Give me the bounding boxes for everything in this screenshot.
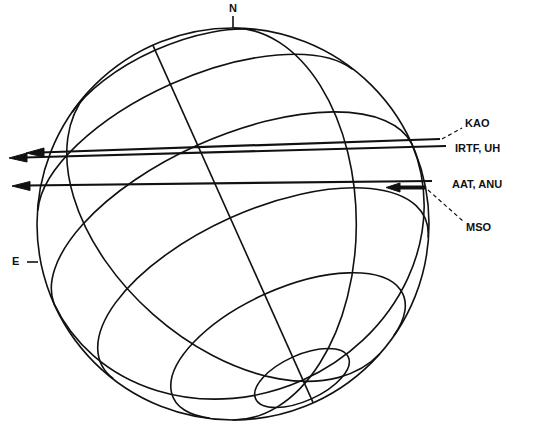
station-label: KAO [465, 118, 489, 129]
chord-line [40, 139, 440, 153]
leader-line [442, 128, 462, 139]
arrowhead [12, 182, 30, 191]
globe-limb [37, 28, 429, 420]
arrowhead [26, 148, 44, 157]
meridian-line [153, 45, 313, 403]
east-label: E [12, 256, 19, 267]
north-tick [232, 16, 234, 28]
chord-line [398, 186, 425, 190]
chord-line [24, 146, 446, 158]
latitude-line [38, 54, 353, 210]
station-label: MSO [466, 222, 491, 233]
meridian-line [232, 28, 356, 420]
north-label: N [229, 3, 237, 14]
meridian-line [67, 94, 380, 381]
arrowhead [386, 183, 400, 192]
east-tick [27, 261, 38, 263]
station-label: AAT, ANU [452, 179, 502, 190]
leader-line [428, 190, 463, 221]
station-label: IRTF, UH [455, 143, 500, 154]
arrowhead [9, 153, 27, 162]
latitude-line [98, 188, 429, 379]
chord-line [26, 181, 432, 186]
